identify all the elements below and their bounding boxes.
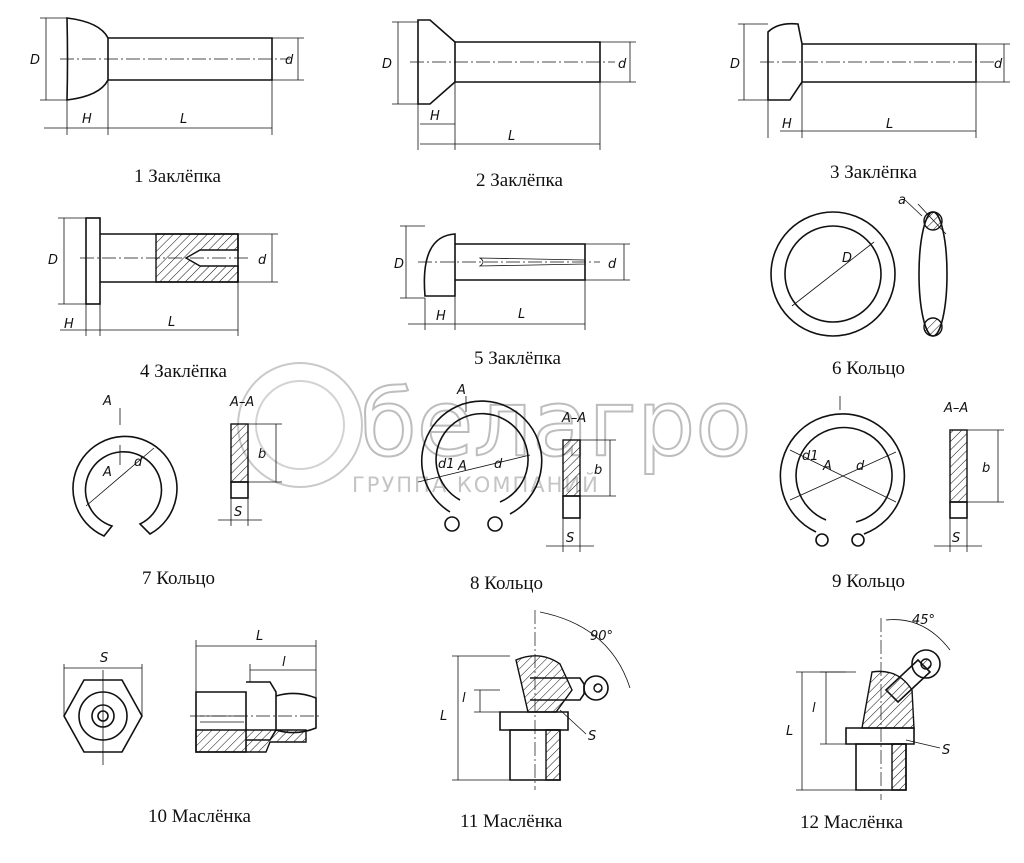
ring-6-dim-D: D [842,251,852,266]
rivet-3-drawing: D d H L [730,22,1010,138]
caption-ring-7: 7 Кольцо [142,568,216,589]
caption-rivet-5: 5 Заклёпка [474,348,561,369]
ring-7-dim-A-top: A [102,394,112,409]
fitting-10-drawing: S L l [63,629,322,765]
rivet-5-dim-L: L [518,307,525,322]
ring-8-dim-d1: d1 [438,457,455,472]
fitting-11-drawing: L l S 90° [440,610,631,790]
caption-ring-6: 6 Кольцо [832,358,906,379]
fitting-11-dim-L: L [440,709,447,724]
rivet-4-dim-d: d [258,253,267,268]
rivet-2-dim-H: H [430,109,440,124]
caption-ring-8: 8 Кольцо [470,573,544,594]
fitting-12-dim-L: L [786,724,793,739]
ring-8-dim-S: S [566,531,574,546]
rivet-5-dim-d: d [608,257,617,272]
fitting-11-angle: 90° [590,629,613,644]
rivet-5-dim-D: D [394,257,404,272]
rivet-3-dim-H: H [782,117,792,132]
rivet-2-dim-d: d [618,57,627,72]
ring-8-dim-A-mid: A [457,459,467,474]
rivet-1-dim-D: D [30,53,40,68]
ring-8-section-label: A–A [561,411,586,426]
ring-9-dim-d: d [856,459,865,474]
fitting-12-dim-S: S [942,743,950,758]
ring-6-drawing: D a [770,193,948,337]
rivet-1-dim-H: H [82,112,92,127]
rivet-1-drawing: D d H L [30,17,304,135]
rivet-4-dim-L: L [168,315,175,330]
ring-9-section-label: A–A [943,401,968,416]
ring-7-dim-S: S [234,505,242,520]
ring-7-dim-A-mid: A [102,465,112,480]
fitting-10-dim-S-front: S [100,651,108,666]
caption-rivet-4: 4 Заклёпка [140,361,227,382]
rivet-3-dim-L: L [886,117,893,132]
fitting-11-dim-S: S [588,729,596,744]
watermark-logo-text: белагро [360,370,752,477]
ring-7-dim-d: d [134,455,143,470]
fitting-12-drawing: L l S 45° [786,613,951,800]
caption-fitting-12: 12 Маслёнка [800,812,903,833]
ring-8-dim-A-top: A [456,383,466,398]
rivet-1-dim-L: L [180,112,187,127]
rivet-4-dim-D: D [48,253,58,268]
caption-ring-9: 9 Кольцо [832,571,906,592]
ring-7-dim-b: b [258,447,266,462]
ring-6-dim-a: a [898,193,906,208]
ring-9-dim-d1: d1 [802,449,819,464]
rivet-3-dim-d: d [994,57,1003,72]
caption-rivet-1: 1 Заклёпка [134,166,221,187]
ring-7-drawing: A A d A–A b S [72,394,282,537]
ring-9-dim-A: A [822,459,832,474]
caption-rivet-3: 3 Заклёпка [830,162,917,183]
fitting-12-dim-l: l [812,701,816,716]
ring-8-dim-b: b [594,463,602,478]
rivet-2-dim-D: D [382,57,392,72]
rivet-5-drawing: D d H L [394,225,630,330]
rivet-2-drawing: D d H L [382,19,636,150]
watermark: белагро ГРУППА КОМПАНИЙ [237,362,753,497]
ring-9-drawing: A d1 d A–A b S [779,396,1004,552]
rivet-4-dim-H: H [64,317,74,332]
caption-fitting-10: 10 Маслёнка [148,806,251,827]
caption-rivet-2: 2 Заклёпка [476,170,563,191]
caption-fitting-11: 11 Маслёнка [460,811,563,832]
ring-7-section-label: A–A [229,395,254,410]
rivet-1-dim-d: d [285,53,294,68]
watermark-subtitle: ГРУППА КОМПАНИЙ [352,472,600,497]
rivet-2-dim-L: L [508,129,515,144]
rivet-3-dim-D: D [730,57,740,72]
fitting-10-dim-l: l [282,655,286,670]
ring-8-dim-d: d [494,457,503,472]
fitting-11-dim-l: l [462,691,466,706]
ring-9-dim-b: b [982,461,990,476]
fitting-10-dim-L: L [256,629,263,644]
ring-9-dim-S: S [952,531,960,546]
fitting-12-angle: 45° [912,613,935,628]
rivet-5-dim-H: H [436,309,446,324]
rivet-4-drawing: D d H L [48,217,278,336]
ring-8-drawing: A A d1 d A–A b S [417,383,616,552]
